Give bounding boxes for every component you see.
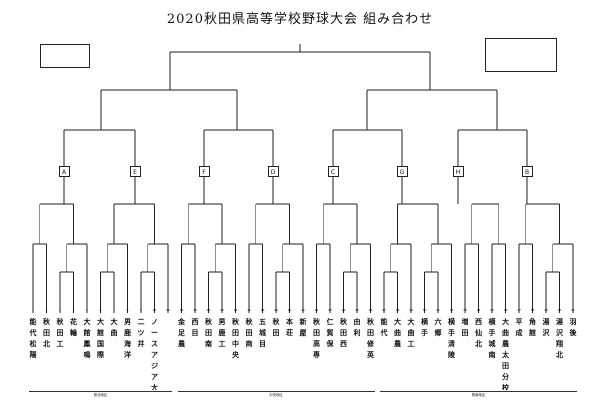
team-name: 五城目 [259, 317, 266, 348]
team-name: 横手城南 [488, 317, 496, 359]
team-name: 能代松陽 [29, 317, 37, 359]
team-number: 38 [530, 308, 535, 312]
team-number: 1 [32, 308, 34, 312]
team-number: 39 [544, 308, 548, 312]
team-number: 15 [220, 308, 224, 312]
team-name: 秋田商 [245, 317, 253, 348]
team-number: 28 [395, 308, 400, 312]
team-name: 横手清陵 [448, 317, 455, 359]
block-box-c: C [327, 166, 339, 177]
team-name: 角館 [529, 317, 536, 337]
team-number: 25 [355, 308, 359, 312]
team-number: 35 [490, 308, 494, 312]
team-name: 新屋 [299, 317, 307, 337]
team-number: 23 [328, 308, 332, 312]
team-name: 秋田修英 [367, 317, 374, 359]
team-name: 男鹿海洋 [124, 317, 131, 359]
block-box-b: B [521, 166, 533, 177]
team-number: 20 [287, 308, 292, 312]
team-number: 12 [179, 308, 184, 312]
team-name: 西目 [191, 317, 199, 337]
team-name: 大曲工 [407, 317, 415, 348]
team-name: 本荘 [286, 317, 293, 337]
team-number: 27 [382, 308, 386, 312]
team-number: 2 [45, 308, 48, 312]
team-number: 36 [503, 308, 508, 312]
block-box-f: F [198, 166, 210, 177]
block-box-h: H [452, 166, 464, 177]
team-number: 29 [409, 308, 413, 312]
team-number: 10 [152, 308, 157, 312]
team-number: 11 [166, 308, 170, 312]
team-name: 秋田北 [43, 317, 50, 348]
block-box-a: A [58, 166, 70, 177]
team-name: ノースアジア大明桜 [151, 317, 158, 390]
team-number: 32 [449, 308, 454, 312]
team-name: 六郷 [434, 317, 442, 337]
region-label: 県北地区 [29, 391, 172, 400]
team-number: 14 [206, 308, 211, 312]
team-number: 16 [233, 308, 238, 312]
team-number: 6 [99, 308, 102, 312]
team-number: 22 [314, 308, 319, 312]
team-name: 西仙北 [475, 317, 482, 348]
team-name: 二ツ井 [137, 317, 145, 348]
team-number: 9 [140, 308, 142, 312]
team-name: 平成 [515, 317, 523, 337]
team-name: 湯沢 [542, 317, 550, 337]
team-number: 3 [59, 308, 61, 312]
team-number: 24 [341, 308, 346, 312]
team-name: 羽後 [569, 317, 577, 337]
team-name: 湯沢翔北 [556, 317, 563, 359]
team-name [163, 316, 173, 390]
team-name: 秋田 [272, 317, 280, 337]
team-name: 大曲農 [394, 317, 401, 348]
team-name: 秋田中央 [232, 317, 239, 359]
team-name: 秋田高専 [313, 317, 320, 359]
page-title: 2020秋田県高等学校野球大会 組み合わせ [166, 12, 434, 27]
team-name: 横手 [421, 317, 428, 337]
team-number: 4 [72, 308, 75, 312]
team-number: 8 [126, 308, 129, 312]
team-name: 男鹿工 [218, 317, 226, 348]
team-name: 花輪 [70, 317, 77, 337]
team-name: 秋田西 [340, 317, 347, 348]
team-number: 40 [557, 308, 562, 312]
team-name: 大館国際 [97, 317, 104, 359]
team-number: 17 [247, 308, 251, 312]
team-name: 大館鳳鳴 [83, 317, 91, 359]
team-name: 由利 [353, 317, 361, 337]
team-name: 増田 [461, 317, 469, 337]
team-number: 31 [436, 308, 440, 312]
block-box-d: D [267, 166, 279, 177]
team-number: 34 [476, 308, 481, 312]
team-name: 能代 [380, 317, 388, 337]
team-name: 秋田工 [56, 317, 64, 348]
region-label: 県南地区 [380, 391, 577, 400]
block-box-e: E [129, 166, 141, 177]
team-name: 金足農 [178, 317, 185, 348]
team-name: 仁賀保 [326, 317, 334, 348]
team-name: 大曲農太田分校 [502, 317, 509, 390]
team-number: 26 [368, 308, 373, 312]
team-number: 33 [463, 308, 467, 312]
team-number: 18 [260, 308, 265, 312]
block-box-g: G [396, 166, 408, 177]
team-number: 37 [517, 308, 521, 312]
team-number: 21 [301, 308, 305, 312]
team-number: 30 [422, 308, 427, 312]
team-number: 19 [274, 308, 278, 312]
team-name: 大曲 [110, 317, 118, 337]
venue-legend-box [485, 38, 557, 72]
bracket-legend-box [40, 44, 90, 68]
team-number: 7 [113, 308, 115, 312]
team-number: 13 [193, 308, 197, 312]
team-number: 41 [571, 308, 575, 312]
team-name: 秋田南 [205, 317, 212, 348]
team-number: 5 [86, 308, 88, 312]
region-label: 中央地区 [177, 391, 375, 400]
